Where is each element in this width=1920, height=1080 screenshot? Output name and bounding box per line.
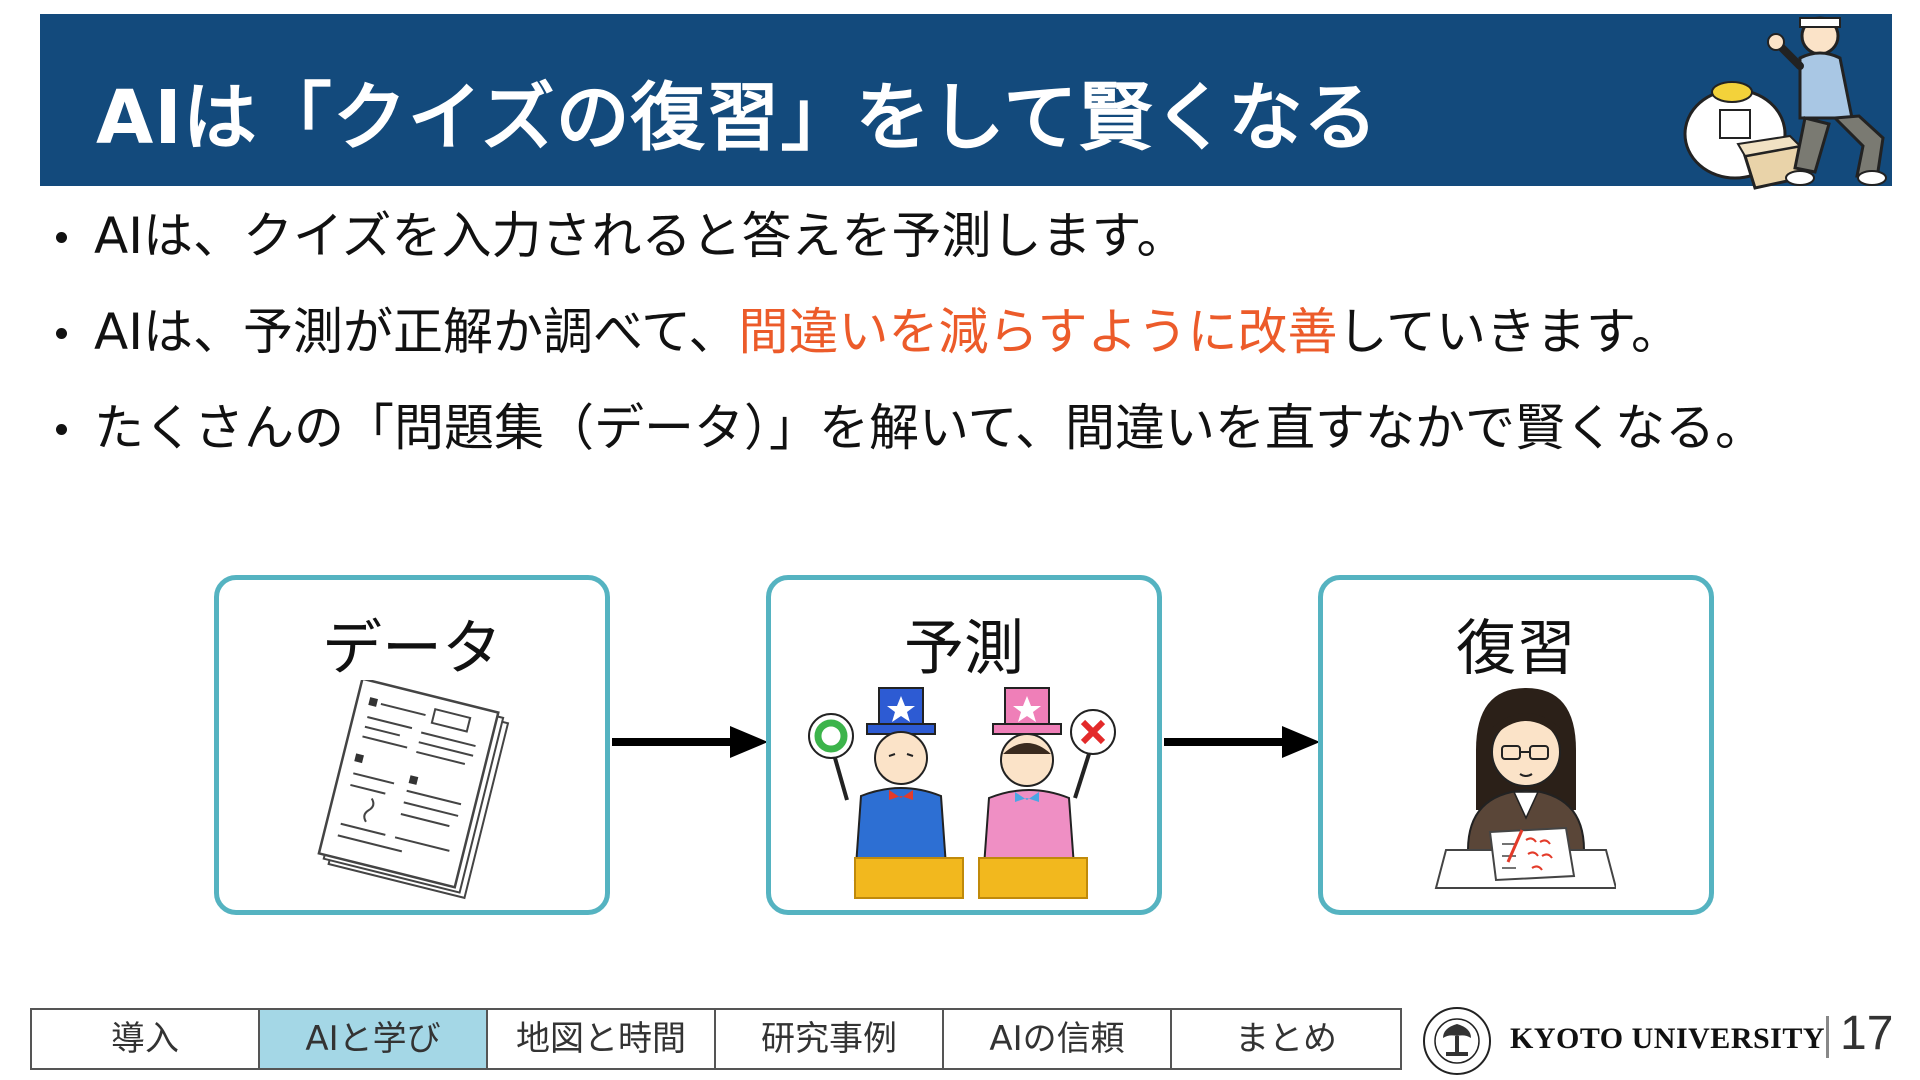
university-seal-icon	[1422, 1006, 1492, 1076]
tab-maps-and-time[interactable]: 地図と時間	[488, 1010, 716, 1068]
page-separator	[1826, 1016, 1829, 1058]
bullet-text: AIは、クイズを入力されると答えを予測します。	[94, 207, 1186, 265]
documents-icon	[297, 680, 527, 900]
bullet-dot-icon	[56, 424, 67, 435]
highlighted-text: 間違いを減らすように改善	[738, 303, 1337, 361]
bullet-item: AIは、予測が正解か調べて、間違いを減らすように改善していきます。	[52, 302, 1765, 398]
bullet-list: AIは、クイズを入力されると答えを予測します。 AIは、予測が正解か調べて、間違…	[52, 206, 1765, 494]
bullet-dot-icon	[56, 232, 67, 243]
flow-box-title: データ	[219, 600, 605, 687]
page-title: AIは「クイズの復習」をして賢くなる	[96, 58, 1378, 165]
tab-ai-and-learning[interactable]: AIと学び	[260, 1010, 488, 1068]
tab-summary[interactable]: まとめ	[1172, 1010, 1400, 1068]
bullet-item: AIは、クイズを入力されると答えを予測します。	[52, 206, 1765, 302]
flow-box-prediction: 予測	[766, 575, 1162, 915]
arrow-right-icon	[612, 722, 768, 762]
tab-research-cases[interactable]: 研究事例	[716, 1010, 944, 1068]
student-studying-icon	[1416, 680, 1616, 900]
bullet-item: たくさんの「問題集（データ）」を解いて、間違いを直すなかで賢くなる。	[52, 398, 1765, 494]
flow-box-title: 予測	[771, 600, 1157, 687]
bullet-dot-icon	[56, 328, 67, 339]
flow-box-review: 復習	[1318, 575, 1714, 915]
quiz-contestants-icon	[799, 680, 1129, 910]
bullet-text: AIは、予測が正解か調べて、	[94, 303, 738, 361]
bullet-text: たくさんの「問題集（データ）」を解いて、間違いを直すなかで賢くなる。	[94, 399, 1765, 457]
section-nav: 導入 AIと学び 地図と時間 研究事例 AIの信頼 まとめ	[30, 1008, 1402, 1070]
page-number: 17	[1840, 1006, 1893, 1061]
flow-box-title: 復習	[1323, 600, 1709, 687]
worker-illustration-icon	[1650, 6, 1900, 196]
flow-box-data: データ	[214, 575, 610, 915]
arrow-right-icon	[1164, 722, 1320, 762]
bullet-text-end: していきます。	[1337, 303, 1681, 361]
title-bar: AIは「クイズの復習」をして賢くなる	[40, 14, 1892, 186]
tab-ai-trust[interactable]: AIの信頼	[944, 1010, 1172, 1068]
tab-intro[interactable]: 導入	[32, 1010, 260, 1068]
university-name: KYOTO UNIVERSITY	[1510, 1022, 1825, 1056]
